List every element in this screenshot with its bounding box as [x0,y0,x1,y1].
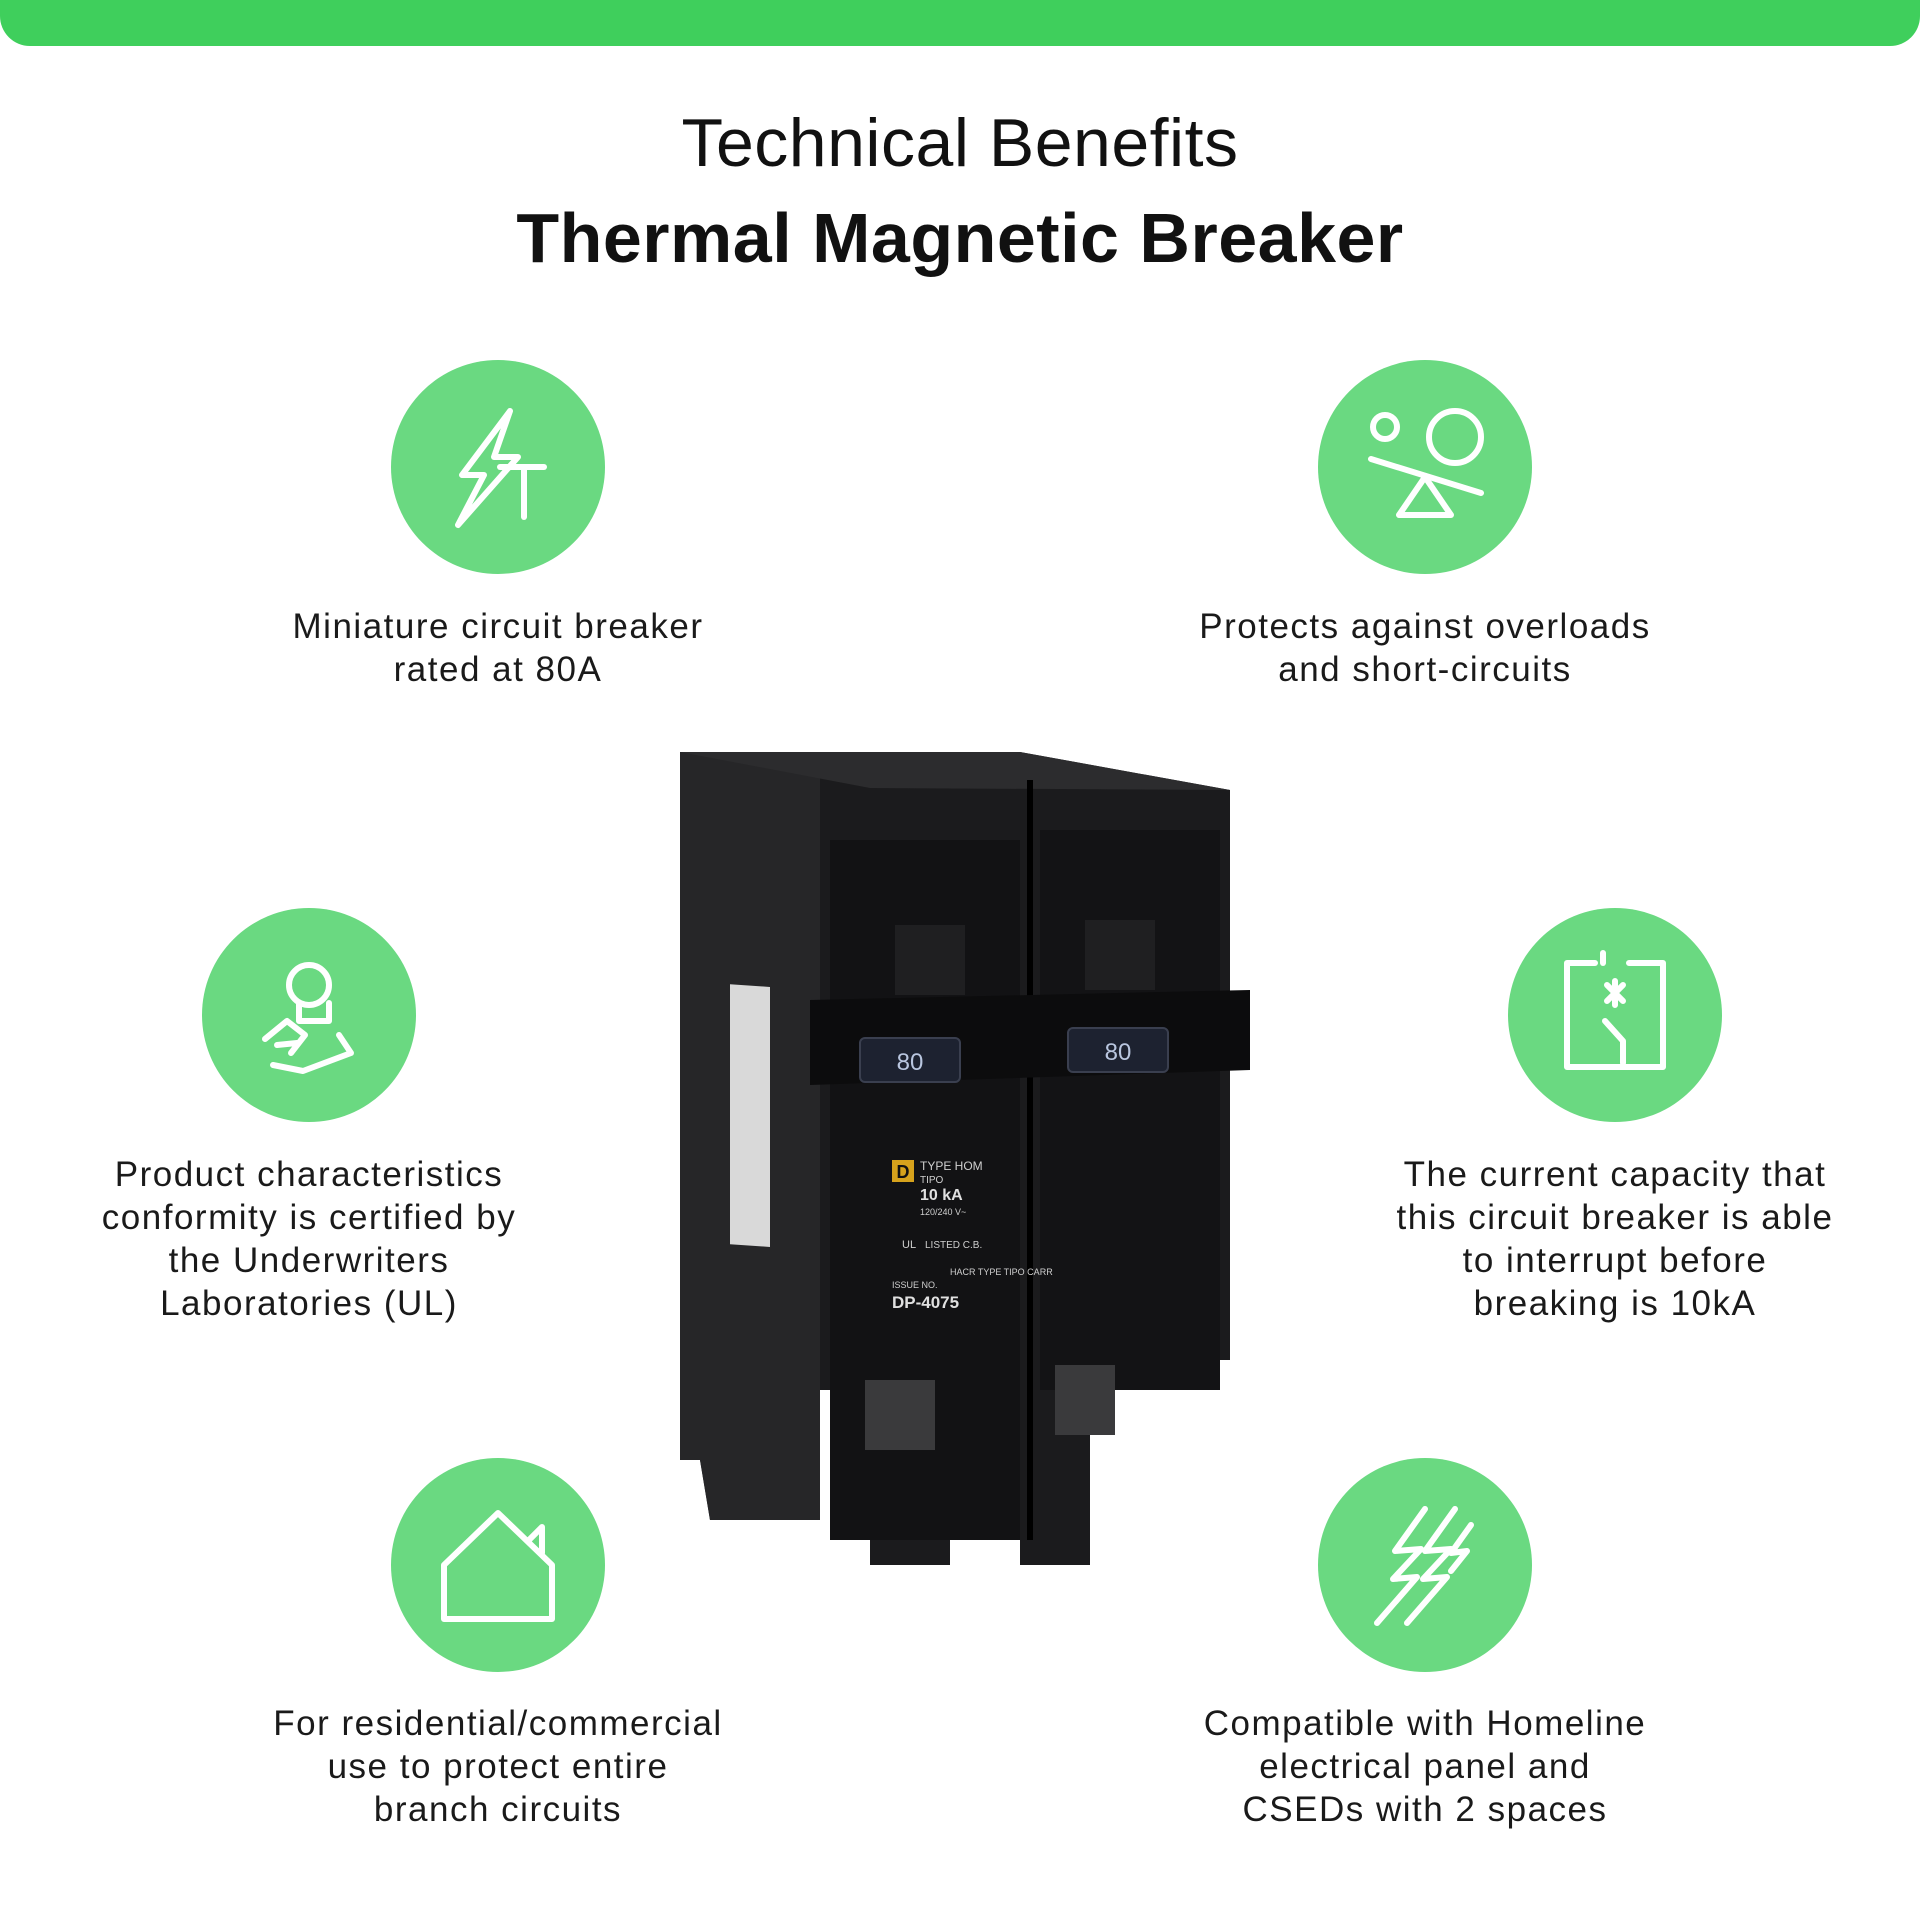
benefit-5-caption: For residential/commercial use to protec… [273,1704,723,1829]
breaker-illustration: 80 80 D TYPE HOM TIPO 10 kA 120/240 V~ U… [680,752,1250,1565]
double-lightning-icon [1374,1506,1474,1626]
benefit-3-caption: Product characteristics conformity is ce… [101,1155,517,1323]
benefit-3-icon-circle [202,908,416,1122]
label-ka: 10 kA [920,1187,963,1204]
benefit-4-caption: The current capacity that this circuit b… [1396,1155,1834,1323]
label-voltage: 120/240 V~ [920,1207,966,1217]
benefit-1-caption: Miniature circuit breaker rated at 80A [292,607,704,689]
house-icon [441,1510,555,1622]
seesaw-balance-icon [1368,408,1484,518]
circuit-interrupt-icon [1564,950,1666,1070]
benefit-1-icon-circle [391,360,605,574]
brand-mark: D [897,1162,910,1182]
label-hacr: HACR TYPE TIPO CARR [950,1267,1053,1277]
label-dp: DP-4075 [892,1293,959,1312]
right-rating: 80 [1105,1039,1132,1066]
breaker-product-image: 80 80 D TYPE HOM TIPO 10 kA 120/240 V~ U… [670,740,1260,1570]
benefit-2-icon-circle [1318,360,1532,574]
label-type: TYPE HOM [920,1159,983,1173]
left-rating: 80 [897,1049,924,1076]
benefit-6-caption: Compatible with Homeline electrical pane… [1203,1704,1647,1829]
certified-hand-icon [262,962,354,1074]
benefit-6-icon-circle [1318,1458,1532,1672]
benefit-2-caption: Protects against overloads and short-cir… [1199,607,1651,689]
label-tipo: TIPO [920,1175,944,1186]
label-ul: UL [902,1239,916,1251]
label-listed: LISTED C.B. [925,1240,982,1251]
brand-logo [892,1160,914,1182]
label-issue: ISSUE NO. [892,1280,938,1290]
page-title: Thermal Magnetic Breaker [516,199,1404,277]
benefit-5-icon-circle [391,1458,605,1672]
page-subtitle: Technical Benefits [681,105,1239,181]
lightning-tower-icon [455,408,547,528]
top-accent-bar [0,0,1920,46]
benefit-4-icon-circle [1508,908,1722,1122]
